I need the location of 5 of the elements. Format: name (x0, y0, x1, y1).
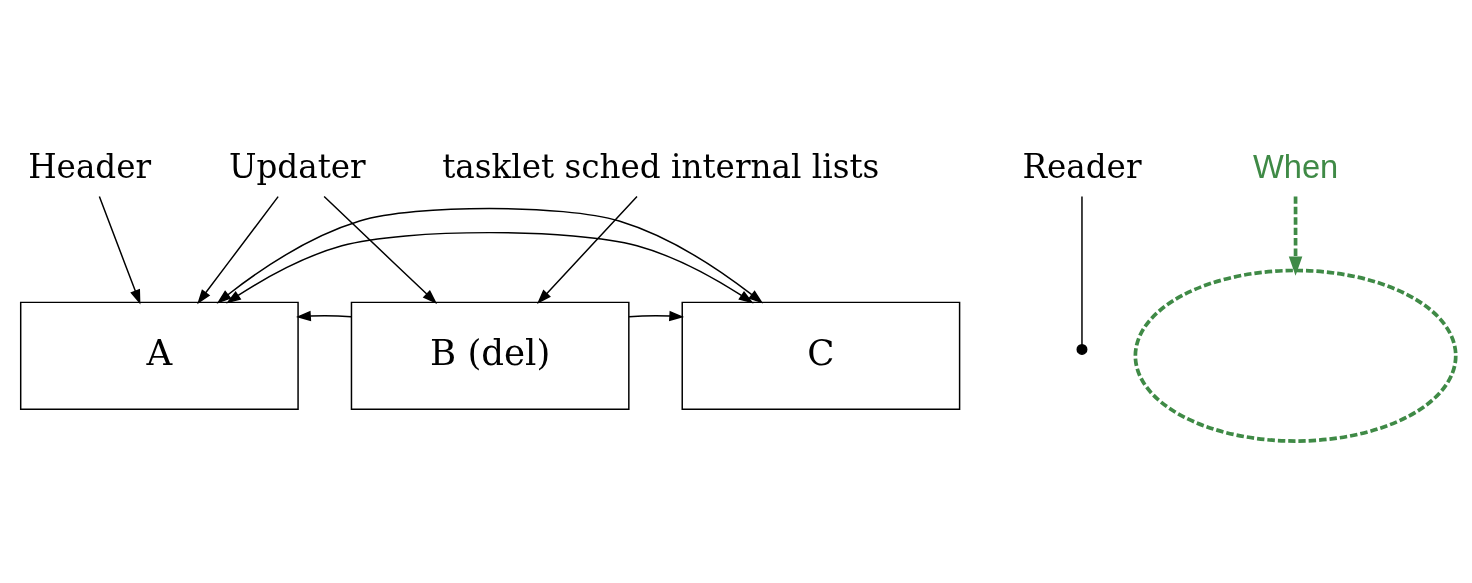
node-text: Reader (1022, 147, 1142, 186)
node-text: When (1252, 147, 1339, 185)
node-text: Updater (228, 147, 366, 186)
node-text: tasklet sched internal lists (442, 147, 880, 186)
node-text: Header (28, 147, 152, 186)
